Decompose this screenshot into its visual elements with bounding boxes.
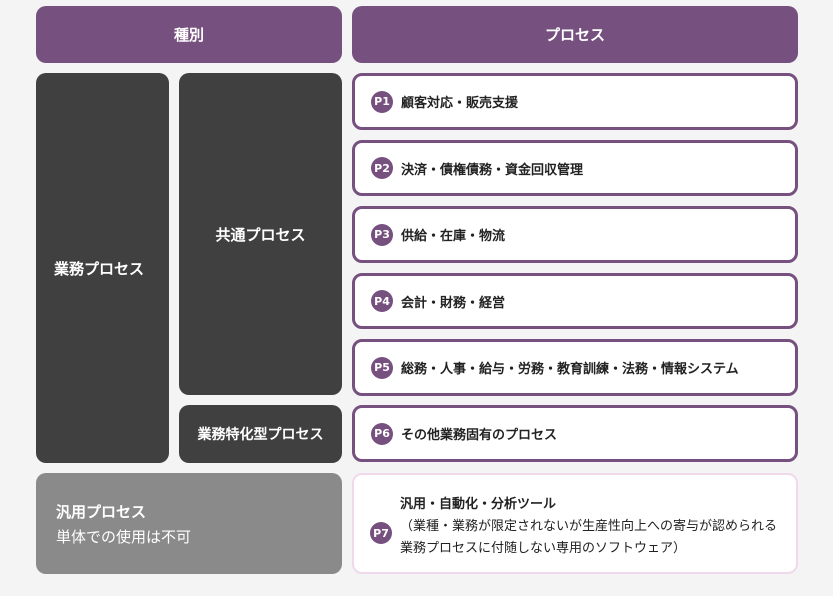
process-badge: P3 <box>371 223 393 246</box>
process-label: 供給・在庫・物流 <box>401 229 506 244</box>
process-label: 会計・財務・経営 <box>401 295 506 311</box>
common-process-label: 共通プロセス <box>215 225 306 244</box>
common-process-block: 共通プロセス <box>179 73 342 395</box>
process-p2: P2 決済・債権債務・資金回収管理 <box>352 140 798 196</box>
process-badge: P5 <box>371 356 393 379</box>
specialized-process-label: 業務特化型プロセス <box>197 427 324 443</box>
process-p5: P5 総務・人事・給与・労務・教育訓練・法務・情報システム <box>352 339 798 396</box>
process-p4: P4 会計・財務・経営 <box>352 273 798 329</box>
header-process-label: プロセス <box>544 26 605 44</box>
generic-process-label: 汎用プロセス <box>56 502 147 521</box>
process-badge: P4 <box>371 290 393 312</box>
process-p7: 汎用・自動化・分析ツール P7 （業種・業務が限定されないが生産性向上への寄与が… <box>352 473 798 574</box>
generic-process-block: 汎用プロセス 単体での使用は不可 <box>36 473 342 574</box>
header-process: プロセス <box>352 6 798 63</box>
process-p3: P3 供給・在庫・物流 <box>352 206 798 263</box>
business-process-block: 業務プロセス <box>36 73 169 463</box>
process-badge: P6 <box>371 422 393 445</box>
header-type-label: 種別 <box>173 26 204 44</box>
generic-process-note: 単体での使用は不可 <box>56 527 192 546</box>
process-label: 決済・債権債務・資金回収管理 <box>401 162 584 178</box>
p7-title: 汎用・自動化・分析ツール <box>400 497 557 512</box>
p7-row: P7 （業種・業務が限定されないが生産性向上への寄与が認められる業務プロセスに付… <box>370 516 780 560</box>
process-badge: P7 <box>370 522 392 544</box>
process-badge: P2 <box>371 157 393 179</box>
process-label: その他業務固有のプロセス <box>401 428 558 443</box>
p7-description: （業種・業務が限定されないが生産性向上への寄与が認められる業務プロセスに付随しな… <box>400 519 778 556</box>
business-process-label: 業務プロセス <box>54 259 145 278</box>
specialized-process-block: 業務特化型プロセス <box>179 405 342 463</box>
process-badge: P1 <box>371 90 393 113</box>
process-p6: P6 その他業務固有のプロセス <box>352 405 798 462</box>
p7-content: 汎用・自動化・分析ツール P7 （業種・業務が限定されないが生産性向上への寄与が… <box>370 493 780 560</box>
process-p1: P1 顧客対応・販売支援 <box>352 73 798 130</box>
header-type: 種別 <box>36 6 342 63</box>
process-label: 総務・人事・給与・労務・教育訓練・法務・情報システム <box>401 362 739 377</box>
process-label: 顧客対応・販売支援 <box>401 96 519 111</box>
